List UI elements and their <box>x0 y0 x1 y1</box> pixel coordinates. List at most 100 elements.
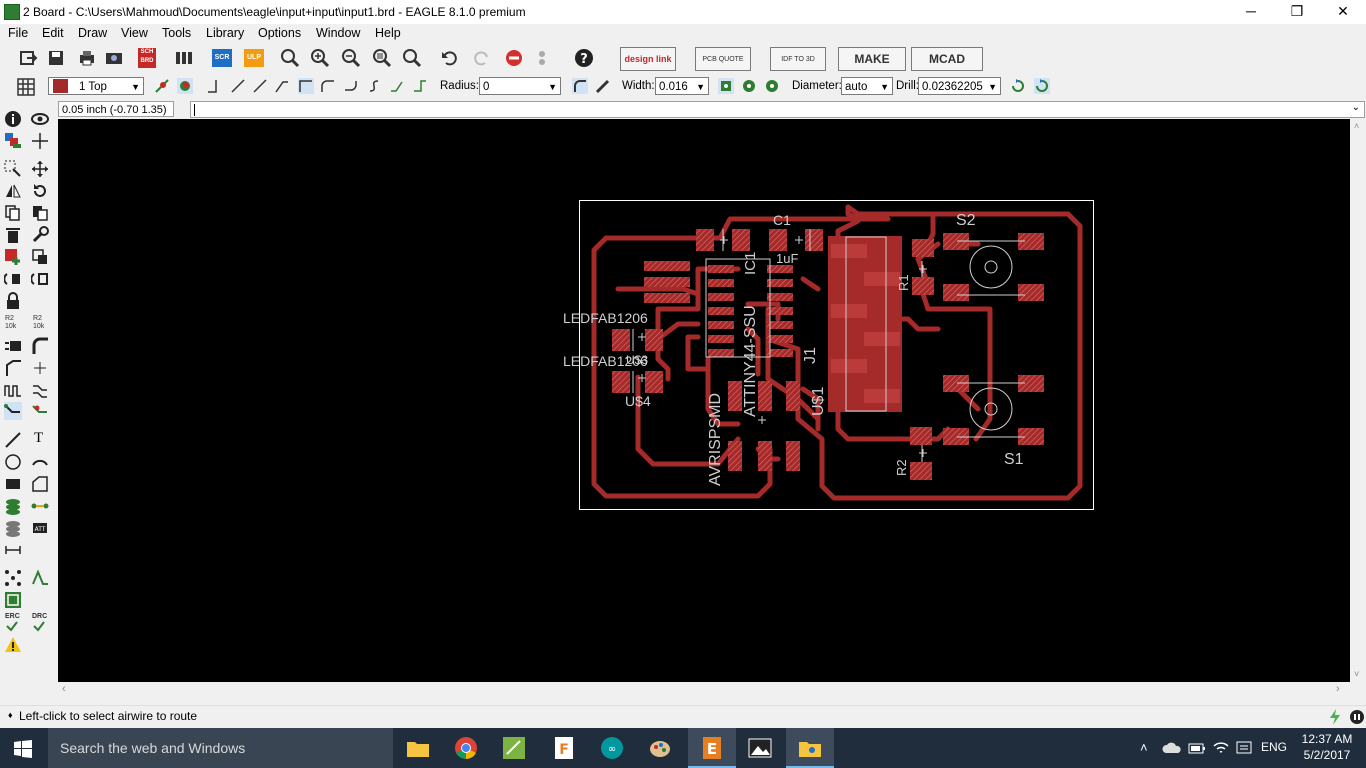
open-icon[interactable] <box>18 48 38 68</box>
taskbar-file-explorer[interactable] <box>394 728 442 768</box>
zoom-fit-icon[interactable] <box>280 48 300 68</box>
select-icon[interactable] <box>4 160 22 178</box>
minimize-button[interactable]: ─ <box>1246 3 1256 19</box>
taskbar-arduino[interactable]: ∞ <box>588 728 636 768</box>
via-tool-icon[interactable] <box>4 497 22 515</box>
bend-arc-alt-icon[interactable] <box>343 78 359 94</box>
taskbar-chrome[interactable] <box>442 728 490 768</box>
rotate-icon[interactable] <box>31 182 49 200</box>
drill-select[interactable]: 0.02362205▼ <box>918 77 1001 95</box>
group-icon[interactable] <box>4 270 22 288</box>
design-link-button[interactable]: design link <box>620 47 676 71</box>
follow-me-icon[interactable] <box>389 78 405 94</box>
menu-edit[interactable]: Edit <box>42 26 64 40</box>
hole-tool-icon[interactable] <box>4 519 22 537</box>
meander-icon[interactable] <box>4 381 22 399</box>
erc-button[interactable]: ERC <box>5 613 20 620</box>
bend-45-icon[interactable] <box>230 78 246 94</box>
show-eye-icon[interactable] <box>31 110 49 128</box>
signal-tool-icon[interactable] <box>31 497 49 515</box>
layer-select[interactable]: 1 Top▼ <box>48 77 144 95</box>
board-canvas[interactable]: C1 1uF S2 S1 LEDFAB1206 LEDFAB1206 U$4 U… <box>58 119 1350 682</box>
ripup-icon[interactable] <box>31 402 49 420</box>
lock-icon[interactable] <box>4 292 22 310</box>
radius-select[interactable]: 0▼ <box>479 77 561 95</box>
taskbar-search-box[interactable]: Search the web and Windows <box>48 728 393 768</box>
diff-pair-icon[interactable] <box>31 381 49 399</box>
route-tool-icon[interactable] <box>4 402 22 420</box>
taskbar-paint[interactable] <box>636 728 684 768</box>
taskbar-app-green[interactable] <box>490 728 538 768</box>
close-button[interactable]: ✕ <box>1337 3 1349 19</box>
mirror-icon[interactable] <box>4 182 22 200</box>
polygon-tool-icon[interactable] <box>31 475 49 493</box>
split-icon[interactable] <box>31 270 49 288</box>
vertical-scrollbar[interactable]: ˄ ˅ <box>1350 119 1366 682</box>
layers-icon[interactable] <box>4 132 22 150</box>
via-blind-icon[interactable] <box>1034 78 1050 94</box>
taskbar-app-fusion[interactable]: F <box>540 728 588 768</box>
chevron-down-icon[interactable]: ⌄ <box>1351 102 1360 113</box>
split-wire-icon[interactable] <box>4 359 22 377</box>
maximize-button[interactable]: ❐ <box>1290 3 1304 19</box>
bend-s-icon[interactable] <box>366 78 382 94</box>
diameter-select[interactable]: auto▼ <box>841 77 893 95</box>
wifi-icon[interactable] <box>1212 740 1230 756</box>
help-icon[interactable]: ? <box>574 48 594 68</box>
zoom-out-icon[interactable] <box>341 48 361 68</box>
autorouter-icon[interactable] <box>31 569 49 587</box>
stop-icon[interactable] <box>504 48 524 68</box>
taskbar-photos[interactable] <box>736 728 784 768</box>
ulp-button[interactable]: ULP <box>244 49 264 67</box>
idf-button[interactable]: IDF TO 3D <box>770 47 826 71</box>
taskbar-folder-active[interactable] <box>786 728 834 768</box>
board-icon[interactable] <box>4 591 22 609</box>
menu-window[interactable]: Window <box>316 26 361 40</box>
cam-processor-icon[interactable] <box>104 48 124 68</box>
mcad-button[interactable]: MCAD <box>911 47 983 71</box>
menu-help[interactable]: Help <box>375 26 401 40</box>
grid-icon[interactable] <box>16 77 36 97</box>
onedrive-icon[interactable] <box>1162 741 1182 755</box>
action-center-icon[interactable] <box>1236 740 1252 756</box>
bend-90-icon[interactable] <box>206 78 222 94</box>
drc-button[interactable]: DRC <box>32 613 48 620</box>
via-stack-icon[interactable] <box>1010 78 1026 94</box>
circle-tool-icon[interactable] <box>4 453 22 471</box>
rectangle-tool-icon[interactable] <box>4 475 22 493</box>
bend-135-icon[interactable] <box>274 78 290 94</box>
horizontal-scrollbar[interactable]: ‹ › <box>58 682 1350 699</box>
wire-tool-icon[interactable] <box>4 431 22 449</box>
via-octagon-icon[interactable] <box>764 78 780 94</box>
menu-file[interactable]: File <box>8 26 29 40</box>
via-routing-icon[interactable] <box>177 78 193 94</box>
add-part-icon[interactable] <box>4 248 22 266</box>
menu-view[interactable]: View <box>121 26 148 40</box>
info-icon[interactable] <box>4 110 22 128</box>
zoom-select-icon[interactable] <box>402 48 422 68</box>
delete-icon[interactable] <box>4 226 22 244</box>
windows-start-icon[interactable] <box>14 740 32 758</box>
menu-options[interactable]: Options <box>258 26 302 40</box>
bend-corner-icon[interactable] <box>298 78 314 94</box>
ratsnest-icon[interactable] <box>4 569 22 587</box>
menu-library[interactable]: Library <box>206 26 245 40</box>
zoom-in-icon[interactable] <box>310 48 330 68</box>
dimension-tool-icon[interactable] <box>4 541 22 559</box>
attribute-tool-icon[interactable]: ATT <box>31 519 49 537</box>
lightning-icon[interactable] <box>1327 708 1343 726</box>
tray-chevron-up-icon[interactable]: ˄ <box>1140 740 1148 755</box>
schematic-board-switch[interactable]: SCH BRD <box>138 48 156 68</box>
via-round-icon[interactable] <box>741 78 757 94</box>
scroll-down-icon[interactable]: ˅ <box>1354 669 1360 679</box>
pcb-quote-button[interactable]: PCB QUOTE <box>695 47 751 71</box>
mark-icon[interactable] <box>31 132 49 150</box>
library-icon[interactable] <box>174 48 194 68</box>
scroll-right-icon[interactable]: › <box>1336 683 1340 695</box>
follow-me-alt-icon[interactable] <box>412 78 428 94</box>
round-corner-icon[interactable] <box>572 78 588 94</box>
change-wrench-icon[interactable] <box>31 226 49 244</box>
battery-icon[interactable] <box>1188 741 1206 755</box>
scroll-up-icon[interactable]: ˄ <box>1354 121 1360 131</box>
smash-icon[interactable] <box>4 337 22 355</box>
